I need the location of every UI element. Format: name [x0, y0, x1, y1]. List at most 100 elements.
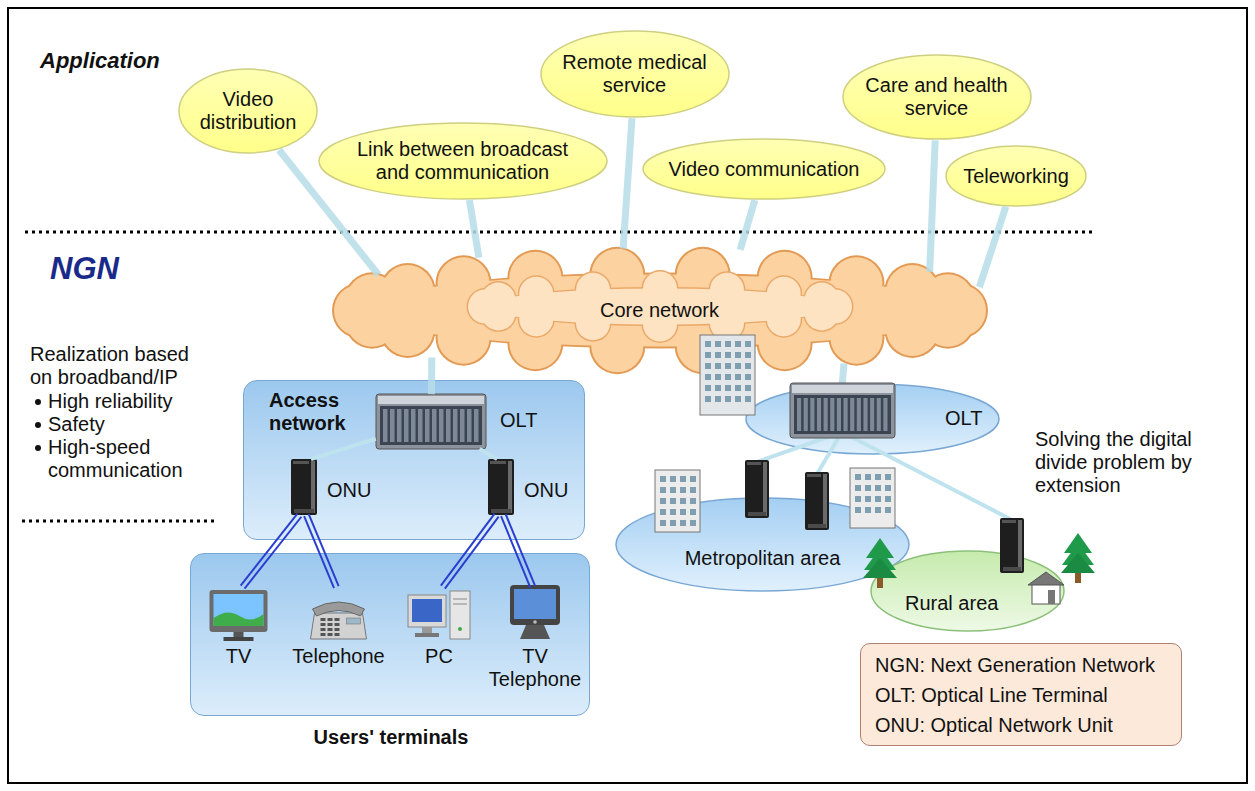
illustration-layer [877, 398, 881, 431]
illustration-layer [875, 496, 881, 502]
ellipse-node: Video distribution [178, 68, 318, 154]
olt-device [467, 409, 472, 442]
terminal-icon [311, 613, 367, 639]
ellipse-node: Remote medical service [540, 30, 730, 118]
terminal-icon [453, 599, 467, 600]
node-label: Video distribution [188, 88, 308, 134]
illustration-layer [725, 363, 731, 369]
node-label: Users' terminals [191, 726, 591, 749]
illustration-layer [870, 398, 874, 431]
illustration-layer [715, 385, 721, 391]
connector-line [501, 516, 530, 588]
terminal-icon [453, 604, 467, 605]
terminal-icon [210, 590, 268, 641]
illustration-layer [690, 487, 696, 493]
illustration-layer [735, 396, 741, 402]
connector-line [740, 200, 755, 250]
olt-device [376, 394, 486, 449]
ellipse-node: Video communication [642, 138, 886, 200]
illustration-layer [715, 363, 721, 369]
illustration-layer [792, 385, 893, 393]
illustration-layer [745, 460, 769, 518]
illustration-layer [705, 363, 711, 369]
illustration-layer [705, 396, 711, 402]
illustration-layer [670, 487, 676, 493]
connector-line [506, 514, 535, 586]
illustration-layer [690, 509, 696, 515]
illustration-layer [735, 363, 741, 369]
illustration-layer [855, 474, 861, 480]
illustration-layer [863, 538, 897, 588]
illustration-layer [794, 395, 891, 434]
illustration-layer [745, 363, 751, 369]
illustration-layer [883, 398, 887, 431]
illustration-layer [875, 485, 881, 491]
note-text: Solving the digital divide problem by ex… [1035, 428, 1235, 497]
frame [8, 8, 1247, 783]
cloud-shape [519, 277, 553, 311]
illustration-layer [855, 485, 861, 491]
connector-line [311, 439, 376, 459]
cloud-shape [805, 283, 839, 317]
terminal-icon [347, 618, 361, 624]
terminal-icon [335, 623, 340, 626]
layer-title: NGN [50, 250, 119, 287]
device-node: TV Telephone [484, 587, 586, 692]
ellipse-shape [643, 139, 885, 199]
terminal-icon [533, 620, 537, 624]
node-label: Rural area [905, 592, 998, 615]
illustration-layer [745, 352, 751, 358]
illustration-layer [865, 496, 871, 502]
illustration-layer [857, 398, 861, 431]
illustration-layer [680, 498, 686, 504]
connector [623, 118, 632, 248]
terminal-icon [335, 618, 340, 621]
illustration-layer [680, 520, 686, 526]
terminal-icon [214, 612, 264, 626]
illustration-layer [715, 374, 721, 380]
ellipse-shape [946, 146, 1086, 206]
bullet-dot [35, 422, 41, 428]
illustration-layer [725, 396, 731, 402]
terminal-icon [415, 633, 439, 637]
connector [279, 150, 378, 275]
illustration-layer [680, 476, 686, 482]
illustration-layer [690, 498, 696, 504]
illustration-layer [885, 474, 891, 480]
illustration-layer [680, 487, 686, 493]
illustration-layer [670, 498, 676, 504]
illustration-layer [885, 485, 891, 491]
illustration-layer [863, 398, 867, 431]
terminal-icon [321, 628, 326, 631]
illustration-layer [725, 374, 731, 380]
node-label: TV [201, 645, 276, 668]
illustration-layer [660, 476, 666, 482]
terminal-icon [335, 628, 340, 631]
ellipse-node: Teleworking [945, 145, 1087, 207]
ellipse-shape [541, 31, 729, 117]
abbreviation-box: NGN: Next Generation NetworkOLT: Optical… [860, 643, 1182, 746]
terminal-icon [328, 618, 333, 621]
group-box: Users' terminalsTVTelephonePCTV Telephon… [190, 553, 590, 716]
connector [311, 439, 376, 459]
illustration-layer [824, 398, 828, 431]
olt-device [380, 406, 482, 445]
illustration-layer [875, 474, 881, 480]
illustration-layer [715, 352, 721, 358]
terminal-icon [399, 587, 479, 643]
node-label: TV Telephone [484, 645, 586, 691]
olt-device [460, 409, 465, 442]
node-label: Core network [363, 299, 956, 322]
illustration-layer [747, 462, 761, 465]
terminal-icon [224, 637, 254, 641]
note-text: Safety [48, 413, 233, 436]
ellipse-shape [179, 69, 317, 153]
olt-device [453, 409, 458, 442]
connector [431, 357, 432, 394]
terminal-icon [201, 587, 276, 643]
illustration-layer [705, 385, 711, 391]
illustration-layer [865, 507, 871, 513]
onu-device [491, 509, 511, 513]
olt-device [404, 409, 409, 442]
